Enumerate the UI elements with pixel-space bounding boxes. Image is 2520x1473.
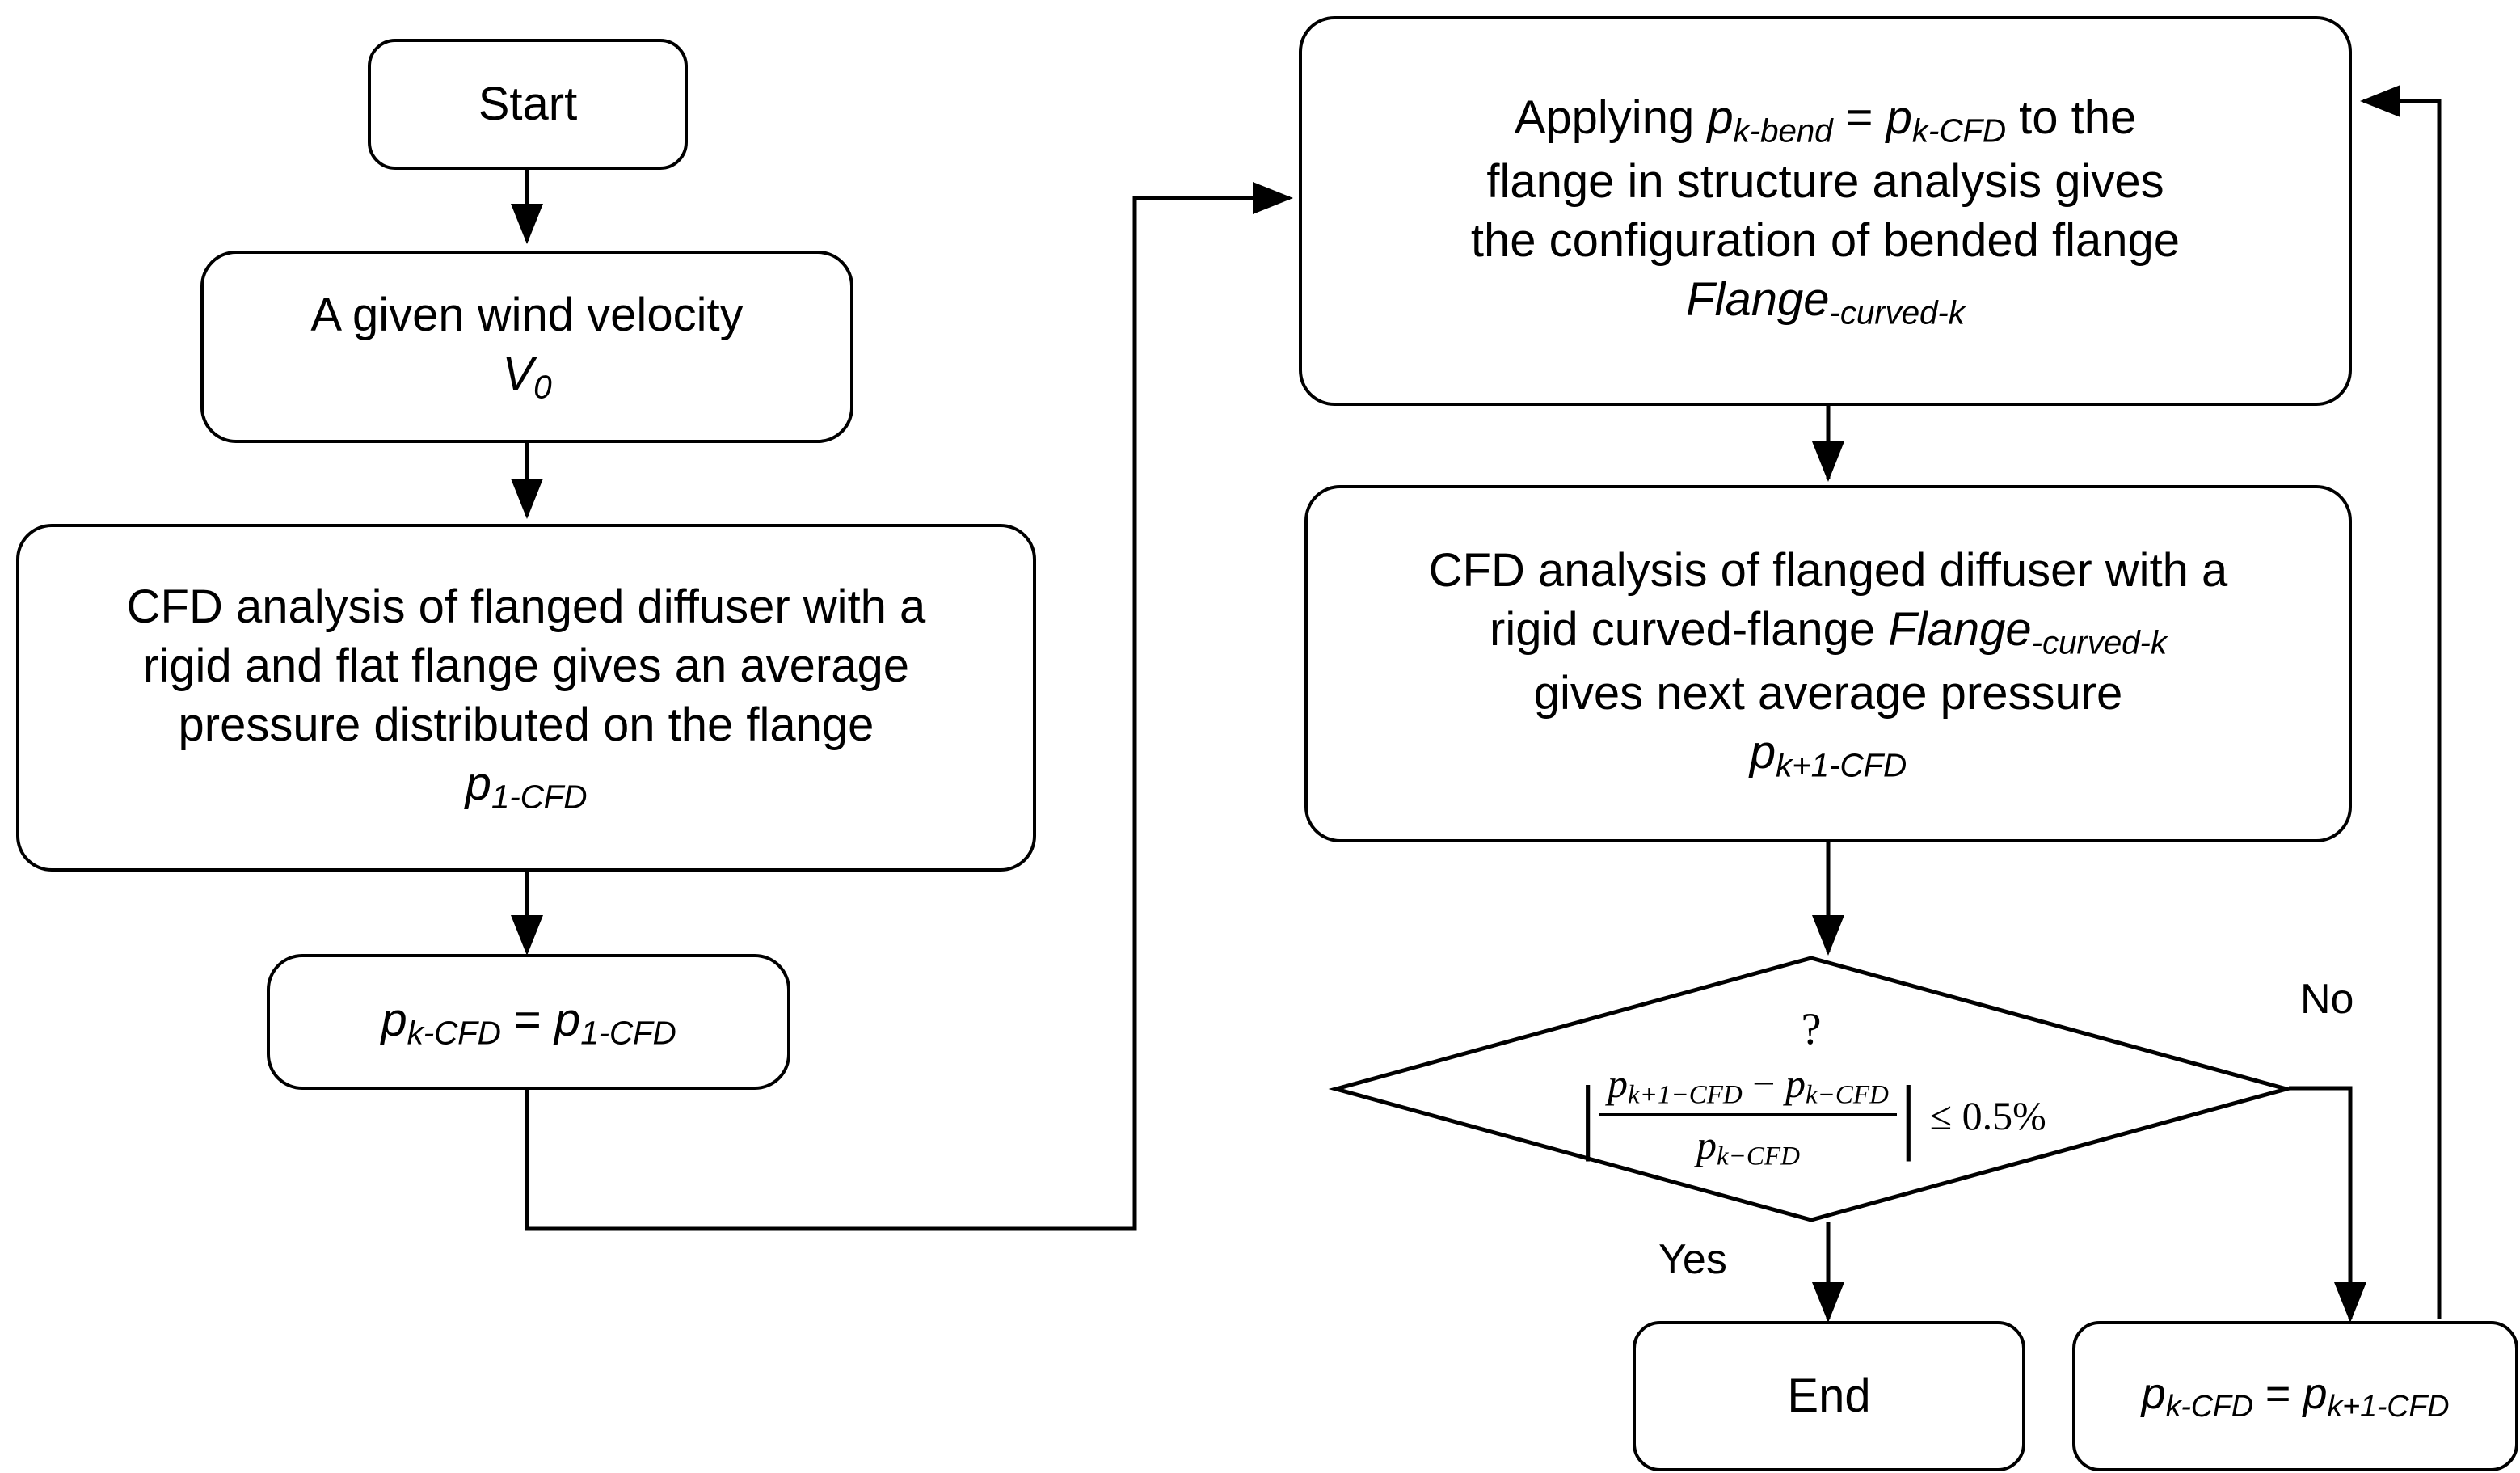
apply-bend-rhs-sub: k-CFD	[1911, 112, 2007, 150]
node-start[interactable]: Start	[368, 39, 688, 170]
edge-assign-to-apply	[525, 182, 1294, 1231]
update-pk-lhs: p	[2141, 1369, 2166, 1418]
apply-bend-rhs: p	[1886, 91, 1912, 145]
edge-label-yes: Yes	[1658, 1236, 1727, 1283]
apply-bend-symbol-sub: -curved-k	[1829, 293, 1966, 331]
cfd-flat-line3: pressure distributed on the flange	[178, 699, 874, 752]
node-apply-bend-text: Applying pk-bend = pk-CFD to the flange …	[1302, 88, 2349, 334]
cfd-curved-line2-sub: -curved-k	[2031, 623, 2168, 661]
update-pk-rhs-sub: k+1-CFD	[2327, 1389, 2450, 1424]
node-update-pk[interactable]: pk-CFD = pk+1-CFD	[2072, 1321, 2518, 1471]
apply-bend-prefix: Applying	[1514, 91, 1708, 145]
node-assign-pk[interactable]: pk-CFD = p1-CFD	[267, 954, 790, 1090]
update-pk-lhs-sub: k-CFD	[2165, 1389, 2253, 1424]
node-update-pk-text: pk-CFD = pk+1-CFD	[2075, 1366, 2515, 1426]
apply-bend-line2: flange in structure analysis gives	[1486, 154, 2164, 208]
assign-pk-rhs: p	[554, 993, 581, 1046]
apply-bend-lhs: p	[1707, 91, 1734, 145]
wind-velocity-line1: A given wind velocity	[310, 289, 744, 342]
edge-label-no: No	[2300, 976, 2354, 1023]
apply-bend-line3: the configuration of bended flange	[1470, 214, 2181, 267]
node-cfd-flat-text: CFD analysis of flanged diffuser with a …	[19, 577, 1033, 818]
apply-bend-lhs-sub: k-bend	[1733, 112, 1833, 150]
cfd-curved-symbol-sub: k+1-CFD	[1776, 746, 1907, 784]
assign-pk-lhs: p	[381, 993, 407, 1046]
node-decision[interactable]: ? | pk+1−CFD − pk−CFD pk−CFD | ≤ 0.5%	[1328, 956, 2295, 1222]
cfd-flat-symbol-sub: 1-CFD	[491, 778, 588, 816]
cfd-flat-line1: CFD analysis of flanged diffuser with a	[126, 580, 926, 634]
node-cfd-curved-text: CFD analysis of flanged diffuser with a …	[1308, 541, 2349, 787]
cfd-flat-line2: rigid and flat flange gives an average	[143, 639, 909, 693]
edge-update-feedback-to-apply	[2359, 85, 2442, 1319]
node-cfd-curved[interactable]: CFD analysis of flanged diffuser with a …	[1304, 485, 2352, 842]
cfd-flat-symbol: p	[465, 758, 491, 811]
assign-pk-lhs-sub: k-CFD	[407, 1014, 501, 1052]
wind-velocity-symbol: V	[502, 348, 534, 401]
node-cfd-flat[interactable]: CFD analysis of flanged diffuser with a …	[16, 524, 1036, 872]
node-wind-velocity[interactable]: A given wind velocity V0	[200, 251, 853, 443]
cfd-curved-symbol: p	[1749, 726, 1776, 779]
cfd-curved-line2a: rigid curved-flange	[1490, 603, 1889, 656]
edge-decision-no-to-update	[2289, 1086, 2366, 1323]
wind-velocity-symbol-sub: 0	[533, 368, 552, 406]
decision-diamond-shape	[1328, 956, 2295, 1222]
node-end[interactable]: End	[1633, 1321, 2025, 1471]
apply-bend-op: =	[1832, 91, 1886, 145]
update-pk-rhs: p	[2303, 1369, 2328, 1418]
node-apply-bend[interactable]: Applying pk-bend = pk-CFD to the flange …	[1299, 16, 2352, 406]
node-end-label: End	[1787, 1370, 1871, 1423]
update-pk-op: =	[2265, 1369, 2291, 1418]
assign-pk-op: =	[513, 993, 542, 1046]
cfd-curved-line2-symbol: Flange	[1888, 603, 2032, 656]
cfd-curved-line1: CFD analysis of flanged diffuser with a	[1428, 544, 2228, 597]
apply-bend-suffix: to the	[2006, 91, 2137, 145]
assign-pk-rhs-sub: 1-CFD	[580, 1014, 676, 1052]
cfd-curved-line3: gives next average pressure	[1533, 667, 2123, 720]
node-wind-velocity-text: A given wind velocity V0	[204, 285, 850, 408]
apply-bend-symbol: Flange	[1686, 273, 1830, 327]
node-assign-pk-text: pk-CFD = p1-CFD	[270, 990, 787, 1054]
node-start-label: Start	[478, 78, 578, 131]
